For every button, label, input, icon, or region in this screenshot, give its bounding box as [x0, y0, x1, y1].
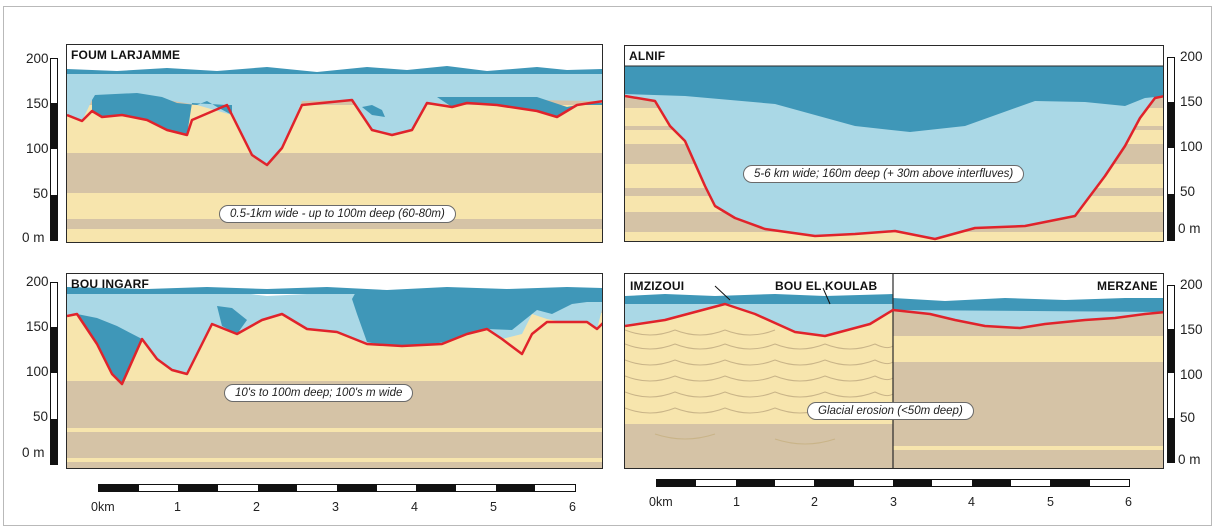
distance-scale-bar-left [98, 484, 576, 492]
panel-bou-ingarf: BOU INGARF 10's to 100m deep; 100's m wi… [66, 273, 603, 469]
erosion-surface [625, 94, 1163, 241]
elevation-tick-label: 200 [26, 274, 49, 289]
elevation-tick-label: 150 [1180, 94, 1203, 109]
panel-foum-larjamme: FOUM LARJAMME 0.5-1km wide - up to 100m … [66, 44, 603, 243]
elevation-tick-label: 150 [1180, 322, 1203, 337]
distance-tick-label: 4 [968, 495, 975, 509]
distance-tick-label: 1 [174, 500, 181, 514]
panel-annotation: 0.5-1km wide - up to 100m deep (60-80m) [219, 205, 456, 223]
panel-header-strip [625, 46, 1163, 66]
upper-fill-top [625, 274, 893, 296]
elevation-tick-label: 150 [26, 319, 49, 334]
panel-title: BOU INGARF [71, 277, 149, 291]
panel-title: MERZANE [1097, 279, 1158, 293]
elevation-tick-label: 0 m [22, 445, 45, 460]
panel-title: FOUM LARJAMME [71, 48, 181, 62]
sandstone-bed [893, 446, 1163, 450]
sandstone-bed [67, 428, 602, 432]
upper-fill-top [893, 274, 1163, 301]
elevation-tick-label: 0 m [1178, 221, 1201, 236]
elevation-tick-label: 50 [1180, 184, 1196, 199]
elevation-tick-label: 200 [26, 51, 49, 66]
distance-tick-label: 4 [411, 500, 418, 514]
elevation-tick-label: 100 [26, 364, 49, 379]
erosion-surface [67, 312, 602, 386]
distance-tick-label: 2 [253, 500, 260, 514]
sandstone-bed [893, 336, 1163, 362]
cross-section-alnif [625, 46, 1163, 241]
panel-annotation: 10's to 100m deep; 100's m wide [224, 384, 414, 402]
panel-title: IMZIZOUI [630, 279, 685, 293]
upper-fill-top [67, 274, 602, 290]
distance-tick-label: 5 [1047, 495, 1054, 509]
valley-fill-dark [92, 93, 232, 135]
valley-fill-dark [67, 314, 142, 384]
valley-fill-dark [625, 66, 1163, 132]
elevation-tick-label: 150 [26, 96, 49, 111]
valley-fill-dark [362, 105, 385, 117]
distance-tick-label: 3 [332, 500, 339, 514]
distance-scale-bar-right [656, 479, 1130, 487]
distance-tick-label: 0km [649, 495, 673, 509]
erosion-surface [67, 98, 602, 167]
upper-fill-top [67, 45, 602, 72]
panel-title: BOU EL KOULAB [775, 279, 878, 293]
distance-tick-label: 0km [91, 500, 115, 514]
elevation-tick-label: 100 [26, 141, 49, 156]
elevation-tick-label: 0 m [1178, 452, 1201, 467]
cross-section-bou-ingarf [67, 274, 602, 468]
sandstone-bed [67, 458, 602, 462]
distance-tick-label: 5 [490, 500, 497, 514]
erosion-surface [625, 302, 1163, 338]
leader-line [714, 285, 731, 301]
cross-section-imzizoui-merzane [625, 274, 1163, 468]
panel-title: ALNIF [629, 49, 666, 63]
elevation-tick-label: 0 m [22, 230, 45, 245]
elevation-tick-label: 200 [1180, 49, 1203, 64]
elevation-tick-label: 200 [1180, 277, 1203, 292]
valley-fill-dark [217, 306, 247, 334]
distance-tick-label: 3 [890, 495, 897, 509]
distance-tick-label: 6 [569, 500, 576, 514]
valley-fill-dark [352, 290, 602, 346]
elevation-tick-label: 50 [33, 409, 49, 424]
figure-border [3, 6, 1212, 526]
elevation-tick-label: 50 [1180, 410, 1196, 425]
elevation-tick-label: 100 [1180, 139, 1203, 154]
elevation-tick-label: 100 [1180, 367, 1203, 382]
panel-annotation: Glacial erosion (<50m deep) [807, 402, 974, 420]
valley-fill-light [67, 45, 602, 165]
elevation-tick-label: 50 [33, 186, 49, 201]
distance-tick-label: 6 [1125, 495, 1132, 509]
panel-alnif: ALNIF 5-6 km wide; 160m deep (+ 30m abov… [624, 45, 1164, 242]
distance-tick-label: 1 [733, 495, 740, 509]
leader-line [822, 287, 831, 305]
sandstone-bed [67, 229, 602, 242]
panel-annotation: 5-6 km wide; 160m deep (+ 30m above inte… [743, 165, 1025, 183]
sandstone-bed [625, 232, 1163, 241]
distance-tick-label: 2 [811, 495, 818, 509]
panel-imzizoui-merzane: IMZIZOUI BOU EL KOULAB MERZANE Glacial e… [624, 273, 1164, 469]
valley-fill-dark [437, 97, 602, 117]
